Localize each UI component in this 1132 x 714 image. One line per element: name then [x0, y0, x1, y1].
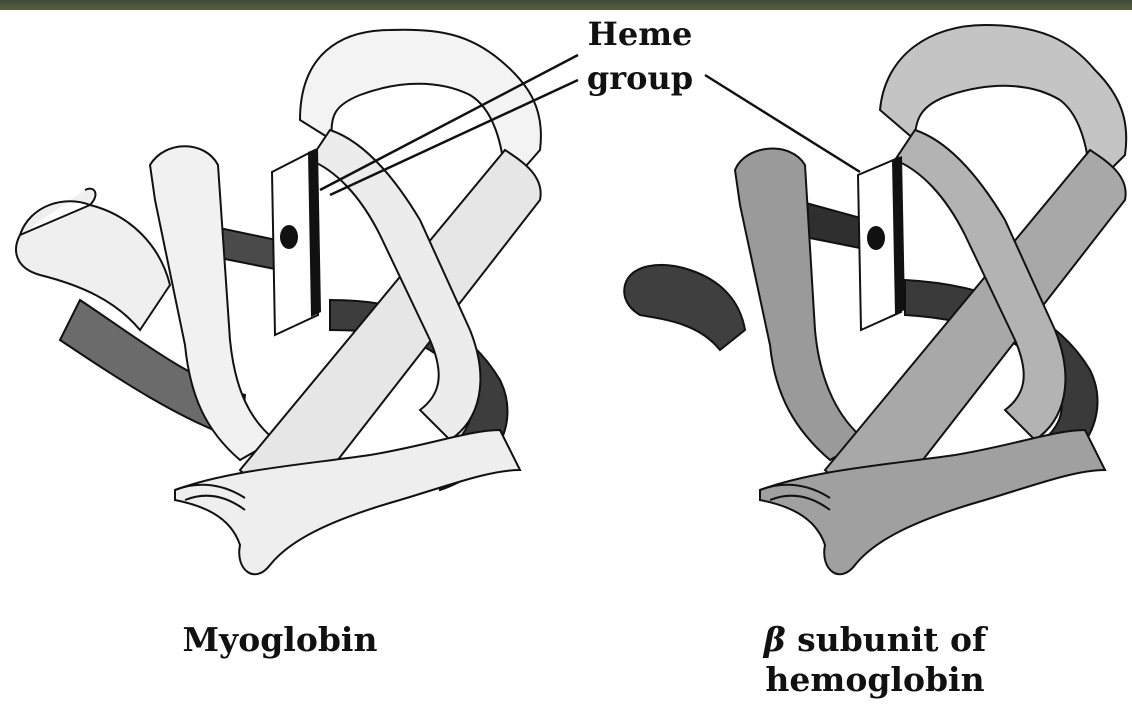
heme-group-label: Heme group	[560, 12, 720, 100]
hemoglobin-bottom-ribbon	[760, 430, 1105, 574]
hemoglobin-beta-caption-line-1: β subunit of	[705, 620, 1045, 660]
myoglobin-helix-a	[150, 146, 275, 460]
myoglobin-caption: Myoglobin	[130, 620, 430, 660]
myoglobin-bottom-ribbon	[175, 430, 520, 574]
hemoglobin-iron-dot	[867, 226, 885, 250]
hemoglobin-beta-caption-line-1-text: subunit of	[786, 620, 987, 659]
heme-group-label-line-2: group	[560, 56, 720, 100]
hemoglobin-helix-a	[735, 149, 865, 460]
hemoglobin-beta-structure	[624, 25, 1126, 574]
hemoglobin-beta-caption-line-2: hemoglobin	[705, 660, 1045, 700]
hemoglobin-beta-caption: β subunit of hemoglobin	[705, 620, 1045, 700]
myoglobin-iron-dot	[280, 225, 298, 249]
heme-group-label-line-1: Heme	[560, 12, 720, 56]
hemoglobin-helix-back-1	[624, 265, 745, 350]
beta-symbol: β	[764, 620, 786, 659]
myoglobin-structure	[16, 30, 541, 575]
